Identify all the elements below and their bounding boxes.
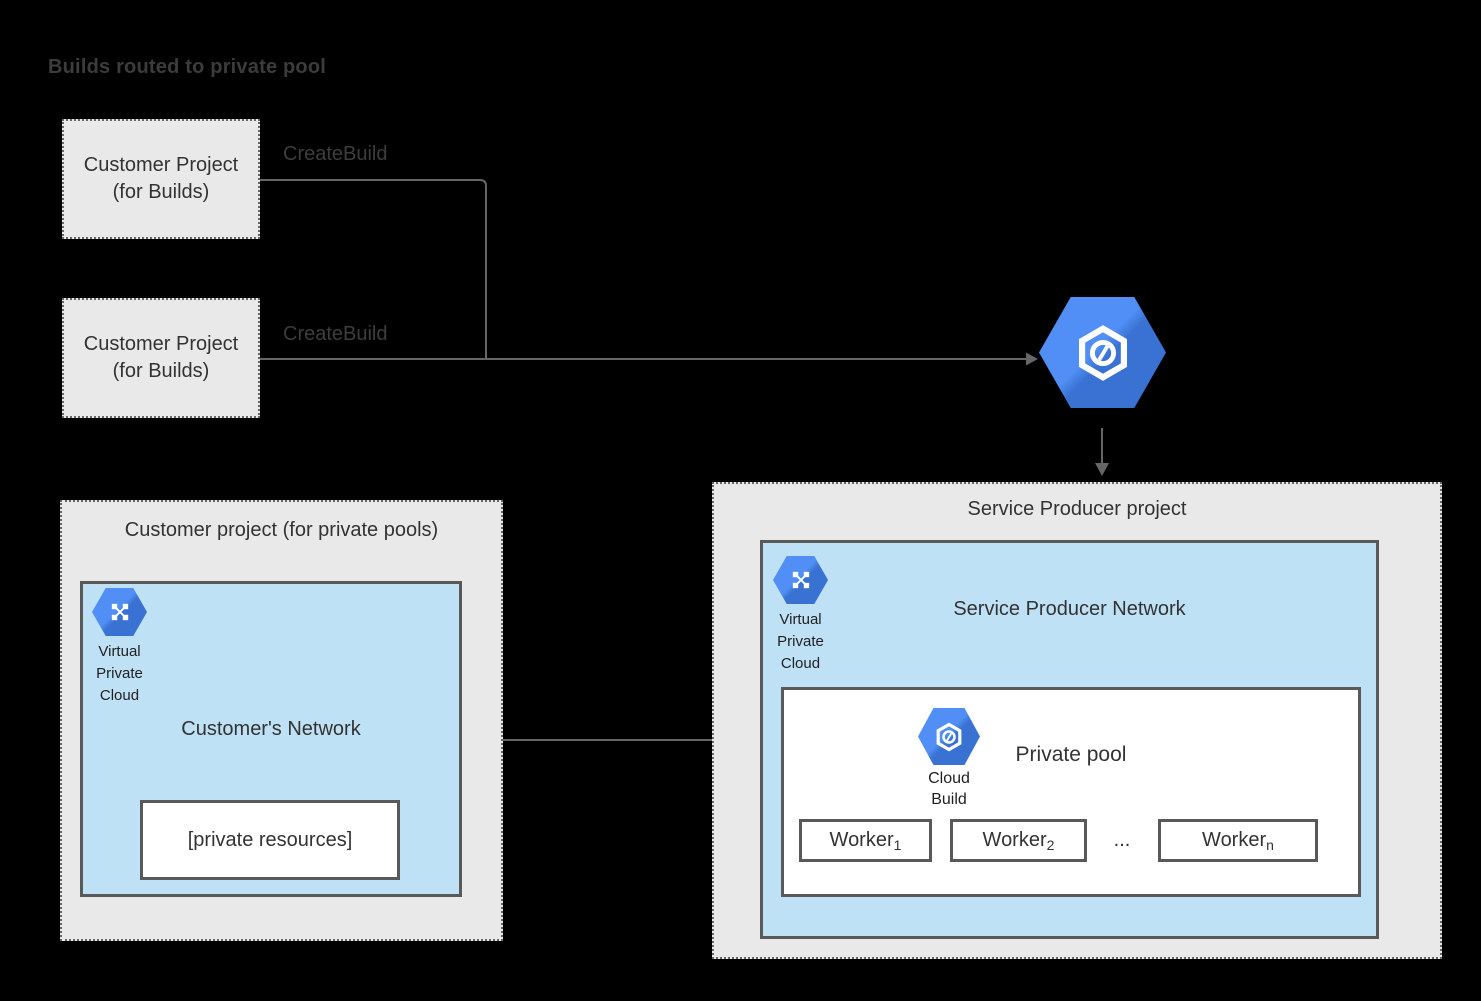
customer-network-title: Customer's Network bbox=[181, 718, 361, 740]
private-pool-box bbox=[781, 687, 1361, 897]
vpc-glyph-customer bbox=[111, 603, 128, 621]
private-resources-label: [private resources] bbox=[187, 828, 353, 851]
worker-box-n: Workern bbox=[1158, 819, 1318, 862]
arrowhead-to-service-producer bbox=[1095, 463, 1109, 476]
worker-box-1: Worker1 bbox=[799, 819, 932, 862]
arrowhead-to-cloud-build bbox=[1026, 352, 1038, 366]
cloud-build-label-small: Cloud Build bbox=[928, 770, 970, 808]
cloud-build-icon bbox=[1039, 297, 1166, 408]
private-resources-box: [private resources] bbox=[140, 800, 400, 880]
vpc-glyph-producer bbox=[792, 571, 809, 589]
createbuild-label-2: CreateBuild bbox=[283, 323, 388, 345]
diagram-title: Builds routed to private pool bbox=[48, 56, 327, 78]
service-producer-network-title: Service Producer Network bbox=[953, 598, 1186, 620]
worker-box-2: Worker2 bbox=[950, 819, 1087, 862]
vpc-label-customer: Virtual Private Cloud bbox=[96, 643, 143, 704]
customer-build-project-box-1: Customer Project (for Builds) bbox=[62, 119, 260, 239]
worker-label-n: Workern bbox=[1202, 828, 1274, 853]
vpc-label-producer: Virtual Private Cloud bbox=[777, 611, 824, 672]
createbuild-label-1: CreateBuild bbox=[283, 143, 388, 165]
worker-label-2: Worker2 bbox=[982, 828, 1055, 853]
service-producer-project-title: Service Producer project bbox=[967, 498, 1187, 520]
customer-pool-project-title: Customer project (for private pools) bbox=[124, 519, 439, 541]
vpc-icon-producer bbox=[773, 556, 828, 604]
customer-build-project-label-2: Customer Project (for Builds) bbox=[83, 333, 239, 382]
private-pool-title: Private pool bbox=[1015, 743, 1127, 766]
cloud-build-glyph bbox=[1078, 324, 1127, 381]
workers-ellipsis: ... bbox=[1113, 829, 1131, 851]
customer-build-project-box-2: Customer Project (for Builds) bbox=[62, 298, 260, 418]
worker-label-1: Worker1 bbox=[829, 828, 902, 853]
customer-build-project-label-1: Customer Project (for Builds) bbox=[83, 154, 239, 203]
cloud-build-glyph-small bbox=[936, 722, 962, 751]
